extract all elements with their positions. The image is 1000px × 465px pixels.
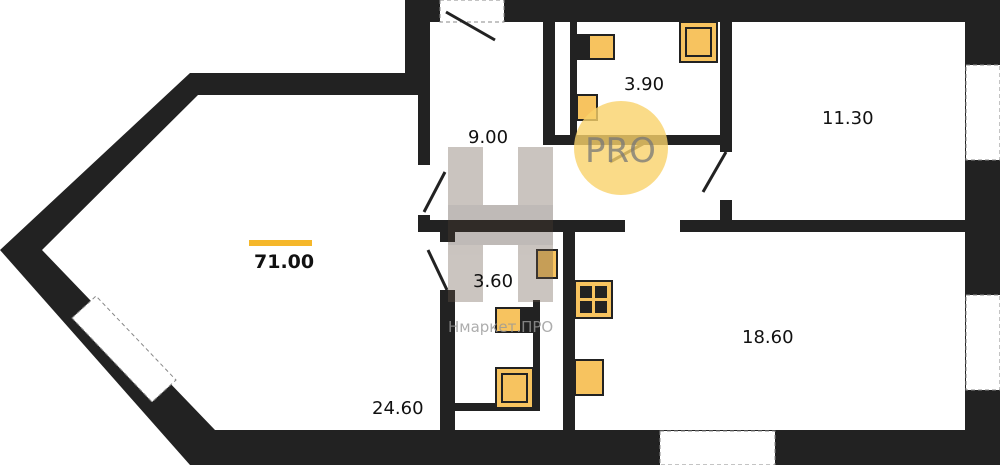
window-kitchen: [965, 294, 1000, 391]
watermark-badge: [574, 101, 668, 195]
fixtures: [495, 21, 718, 409]
room-area-hall: 9.00: [468, 127, 508, 148]
total-area-bar: [249, 240, 312, 246]
window-bedroom: [965, 64, 1000, 161]
entrance-door-frame: [439, 0, 505, 23]
room-area-bath-bottom: 3.60: [473, 271, 513, 292]
window-bottom: [659, 430, 776, 465]
room-area-bath-top: 3.90: [624, 74, 664, 95]
watermark-logo: [448, 147, 553, 302]
room-area-kitchen: 18.60: [742, 327, 794, 348]
kitchen-sink-icon: [574, 359, 604, 396]
room-area-bedroom: 11.30: [822, 108, 874, 129]
toilet-icon: [495, 307, 534, 333]
sink-icon: [536, 249, 558, 279]
window-living: [71, 295, 177, 403]
windows: [71, 0, 1000, 465]
watermark-badge-text: PRO: [585, 131, 656, 171]
total-area: 71.00: [254, 251, 314, 273]
watermark-text: Нмаркет.ПРО: [448, 318, 553, 336]
shower-icon: [495, 367, 534, 409]
stove-icon: [574, 280, 613, 319]
room-area-living: 24.60: [372, 398, 424, 419]
shower-icon: [679, 21, 718, 63]
toilet-icon: [576, 34, 615, 60]
